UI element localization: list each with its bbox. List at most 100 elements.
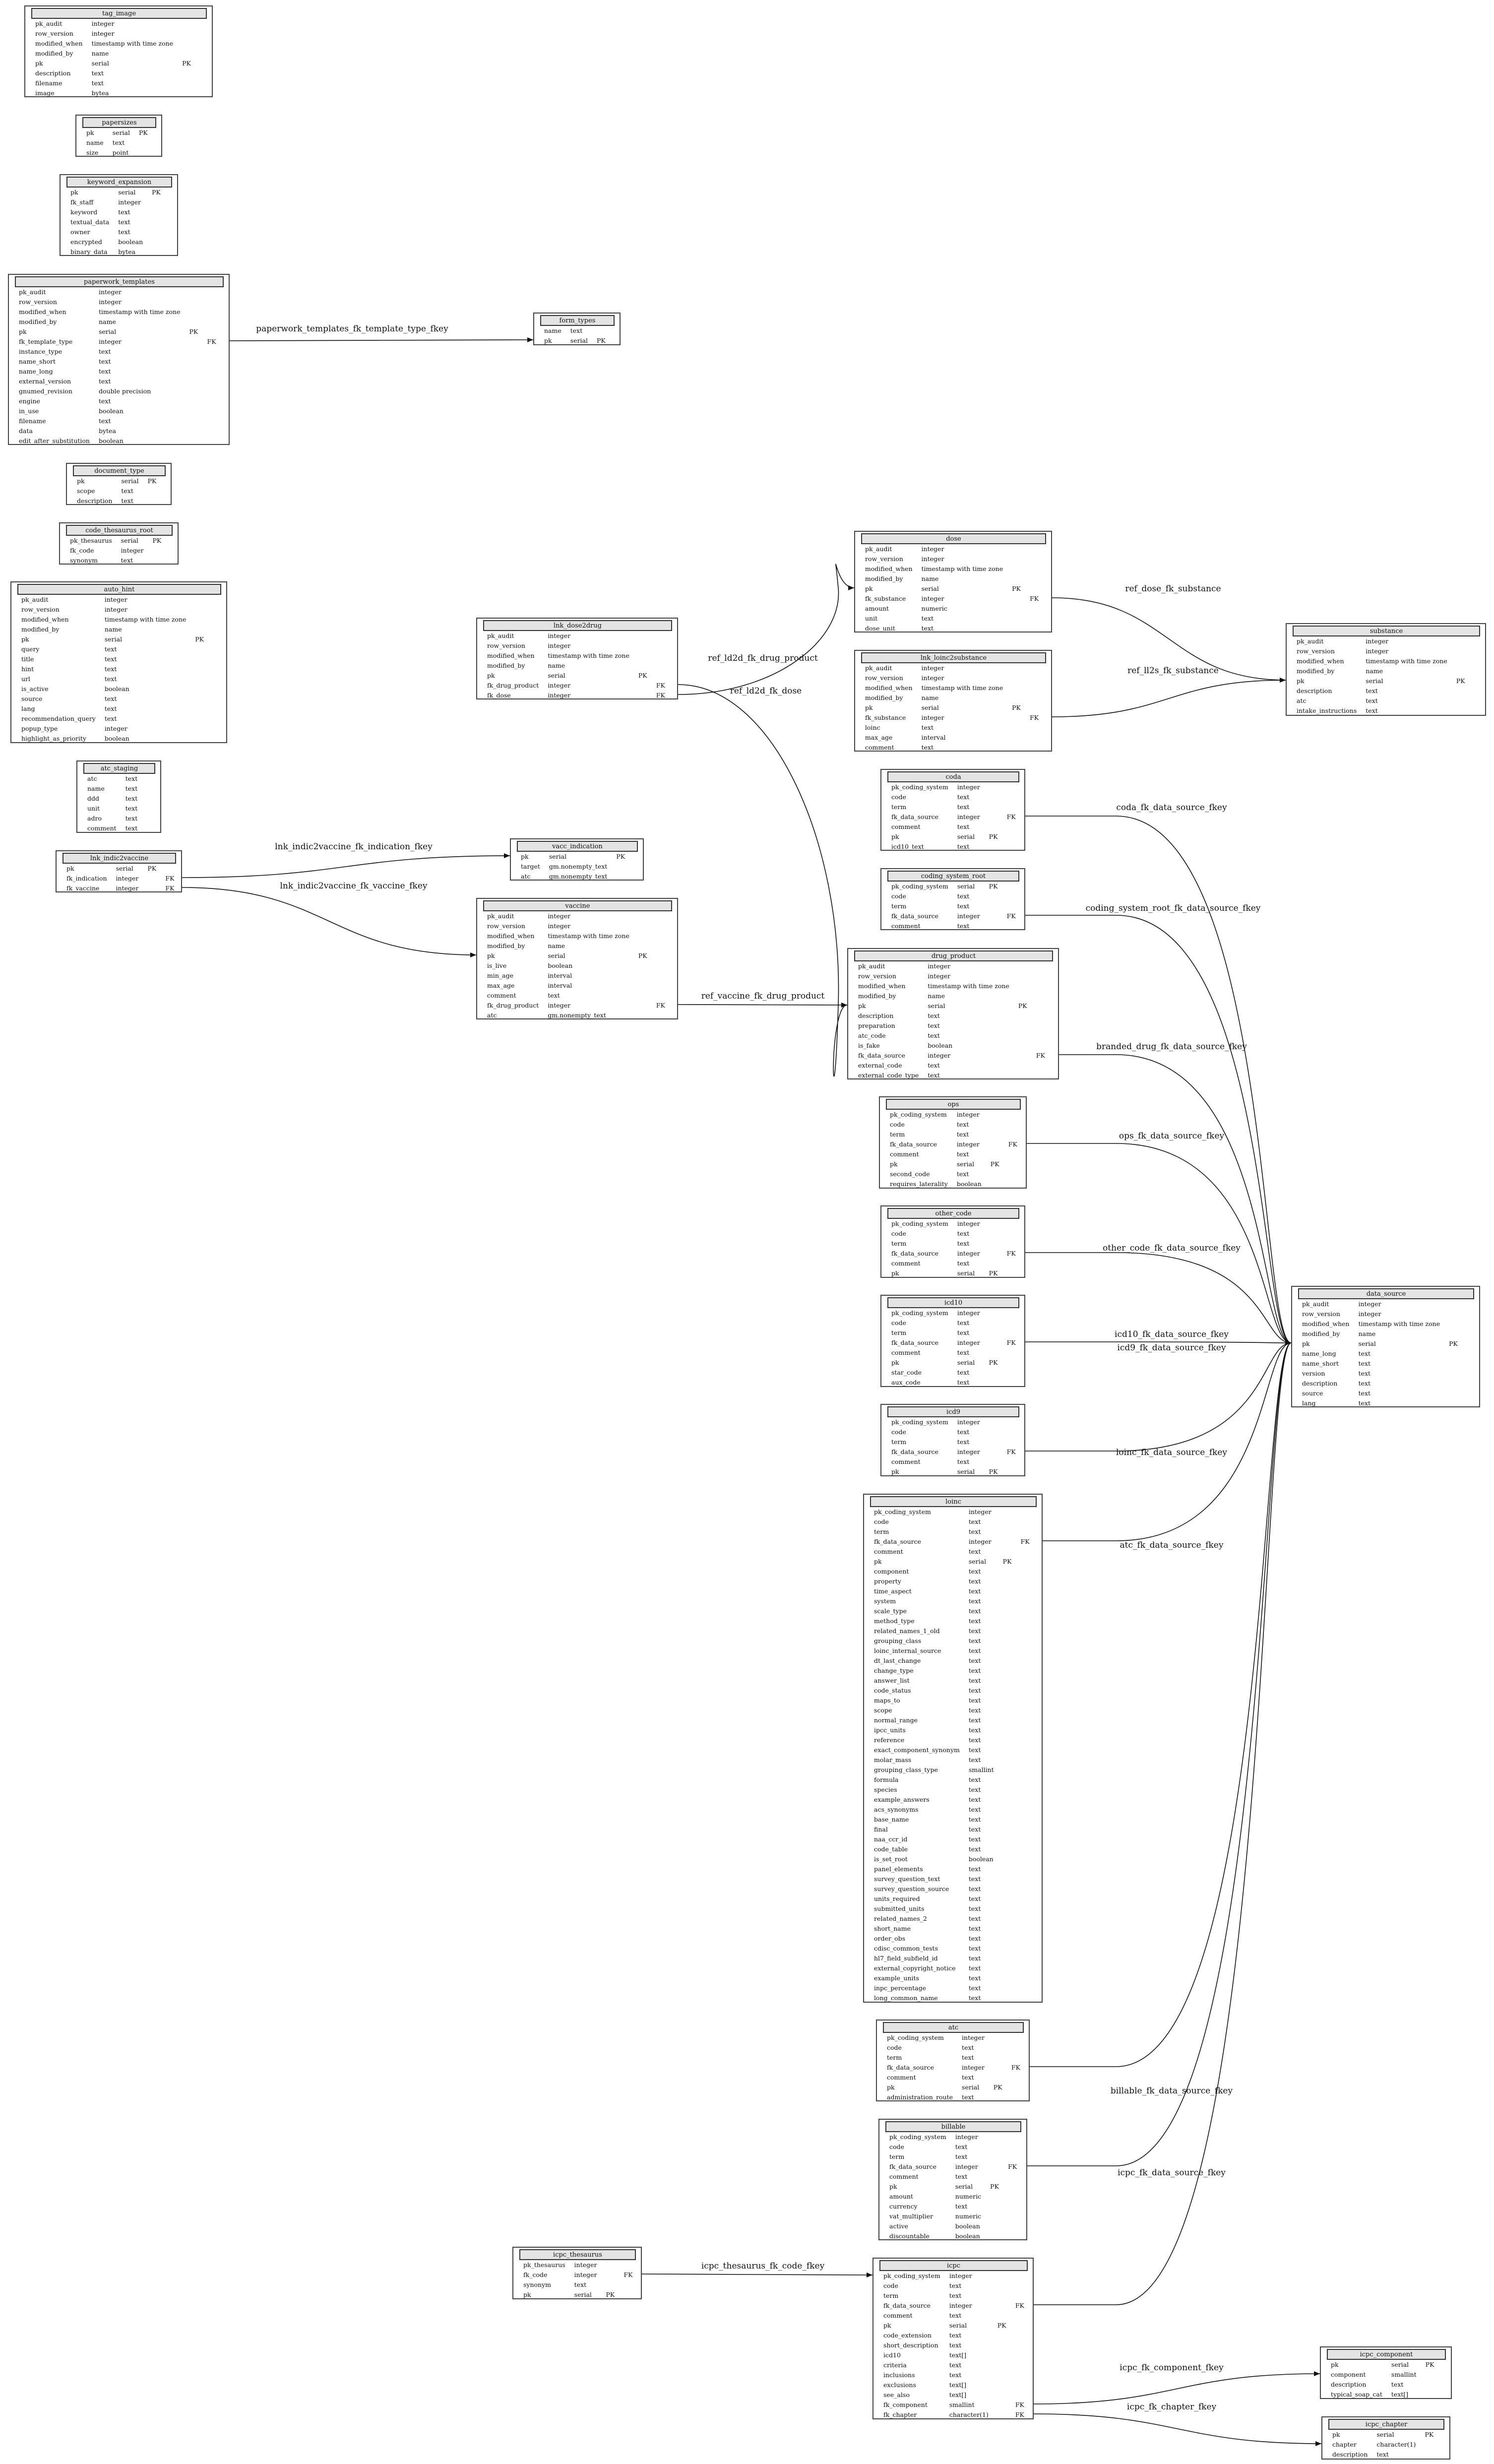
primary-key-badge: [988, 2152, 1006, 2162]
primary-key-badge: [636, 971, 654, 981]
column-type: text: [957, 1319, 970, 1327]
primary-key-badge: [1447, 1349, 1465, 1359]
column-type: text: [957, 1379, 970, 1386]
foreign-key-edge: [1025, 1340, 1292, 1452]
primary-key-badge: [1423, 2450, 1440, 2460]
column-name: normal_range: [874, 1716, 918, 1724]
table-title: icpc_chapter: [1328, 2419, 1444, 2430]
column-name: owner: [70, 228, 90, 236]
column-name: code: [883, 2282, 898, 2289]
column-name: pk: [21, 635, 29, 643]
column-type: name: [548, 662, 565, 669]
foreign-key-badge: [654, 951, 672, 961]
column-name: row_version: [487, 642, 525, 649]
primary-key-badge: [150, 197, 168, 207]
column-name: fk_indication: [66, 875, 107, 882]
foreign-key-badge: [1019, 1934, 1037, 1944]
column-name: comment: [865, 744, 894, 751]
column-name: change_type: [874, 1667, 914, 1674]
primary-key-badge: [988, 2211, 1006, 2221]
primary-key-badge: [1010, 723, 1028, 733]
foreign-key-badge: [1019, 1626, 1037, 1636]
column-name: related_names_1_old: [874, 1627, 940, 1635]
column-name: amount: [889, 2193, 913, 2200]
primary-key-badge: [145, 874, 163, 884]
primary-key-badge: [988, 2192, 1006, 2202]
column-type: text: [968, 1677, 981, 1684]
column-name: fk_data_source: [890, 1140, 937, 1148]
column-type: text: [548, 992, 560, 999]
column-type: text: [968, 1806, 981, 1813]
primary-key-badge: PK: [1425, 2361, 1434, 2368]
primary-key-badge: [1447, 1319, 1465, 1329]
column-type: integer: [98, 288, 122, 296]
foreign-key-badge: [198, 19, 216, 29]
foreign-key-badge: [205, 367, 223, 377]
foreign-key-edge: [1025, 1252, 1292, 1345]
column-name: comment: [891, 823, 921, 830]
column-type: integer: [957, 1418, 980, 1426]
column-type: text: [968, 1845, 981, 1853]
foreign-key-edge: [641, 2272, 873, 2277]
foreign-key-badge: [1005, 1268, 1023, 1278]
column-name: fk_data_source: [891, 1250, 938, 1257]
column-type: text: [968, 1587, 981, 1595]
primary-key-badge: [1001, 1606, 1019, 1616]
foreign-key-badge: [1019, 1795, 1037, 1805]
table-title: atc_staging: [83, 763, 155, 774]
column-name: modified_when: [865, 684, 913, 692]
column-type: numeric: [921, 605, 947, 612]
primary-key-badge: [1001, 1666, 1019, 1676]
column-type: text: [956, 1150, 969, 1158]
primary-key-badge: PK: [147, 865, 157, 872]
foreign-key-badge: [1465, 1369, 1483, 1379]
